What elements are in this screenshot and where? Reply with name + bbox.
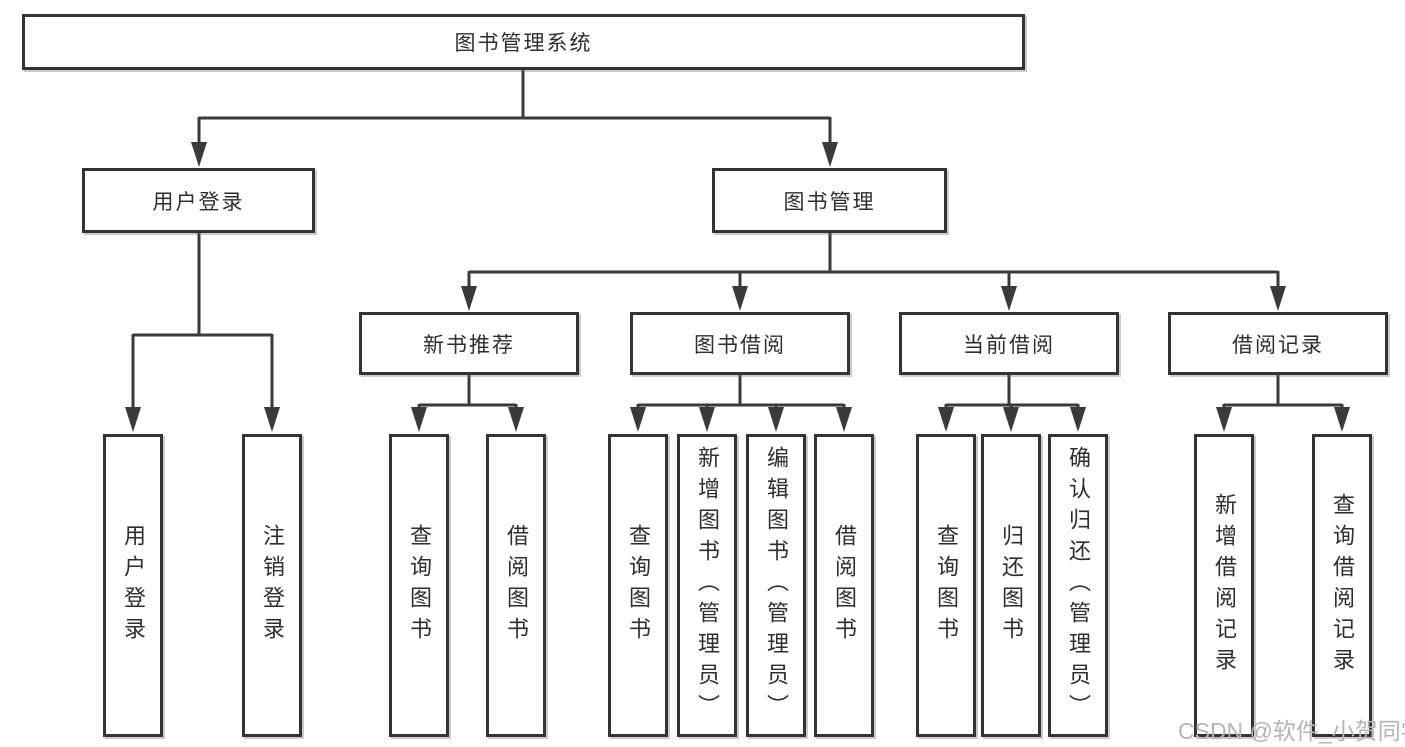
node-label: 确认归还（管理员） — [1066, 446, 1091, 725]
node-book-borrowing: 图书借阅 — [630, 312, 850, 375]
node-label: 用户登录 — [152, 190, 245, 214]
node-new-book-recommend: 新书推荐 — [359, 312, 579, 375]
node-label: 图书借阅 — [694, 333, 786, 357]
leaf-add-books-admin: 新增图书（管理员） — [677, 434, 737, 737]
node-label: 新增图书（管理员） — [695, 446, 720, 725]
node-label: 借阅图书 — [504, 523, 529, 648]
arrowhead-icons — [125, 142, 1350, 432]
node-label: 图书管理系统 — [454, 32, 593, 55]
node-label: 归还图书 — [999, 523, 1024, 648]
node-book-management: 图书管理 — [712, 168, 947, 233]
node-label: 查询图书 — [407, 523, 432, 648]
leaf-query-borrow-record: 查询借阅记录 — [1312, 434, 1372, 737]
node-label: 查询图书 — [934, 523, 959, 648]
node-label: 当前借阅 — [963, 333, 1055, 357]
node-root: 图书管理系统 — [22, 14, 1025, 70]
node-label: 借阅记录 — [1232, 333, 1324, 357]
leaf-confirm-return-admin: 确认归还（管理员） — [1048, 434, 1108, 737]
node-label: 新书推荐 — [423, 333, 515, 357]
node-label: 借阅图书 — [832, 523, 857, 648]
node-borrowing-records: 借阅记录 — [1168, 312, 1388, 375]
leaf-user-login: 用户登录 — [103, 434, 163, 737]
node-label: 注销登录 — [260, 523, 285, 648]
node-label: 新增借阅记录 — [1212, 492, 1237, 679]
leaf-query-books-borrowing: 查询图书 — [608, 434, 668, 737]
leaf-add-borrow-record: 新增借阅记录 — [1194, 434, 1254, 737]
node-label: 用户登录 — [121, 523, 146, 648]
node-label: 图书管理 — [783, 190, 876, 214]
node-current-borrowing: 当前借阅 — [899, 312, 1119, 375]
leaf-query-books-recommend: 查询图书 — [389, 434, 449, 737]
leaf-query-books-current: 查询图书 — [916, 434, 976, 737]
node-label: 查询借阅记录 — [1330, 492, 1355, 679]
node-label: 编辑图书（管理员） — [764, 446, 789, 725]
node-label: 查询图书 — [626, 523, 651, 648]
leaf-borrow-books-borrowing: 借阅图书 — [814, 434, 874, 737]
leaf-borrow-books-recommend: 借阅图书 — [486, 434, 546, 737]
leaf-edit-books-admin: 编辑图书（管理员） — [746, 434, 806, 737]
leaf-logout: 注销登录 — [242, 434, 302, 737]
leaf-return-books: 归还图书 — [981, 434, 1041, 737]
node-user-login-branch: 用户登录 — [82, 168, 315, 233]
csdn-watermark: CSDN @软件_小贺同学 — [1178, 718, 1405, 744]
